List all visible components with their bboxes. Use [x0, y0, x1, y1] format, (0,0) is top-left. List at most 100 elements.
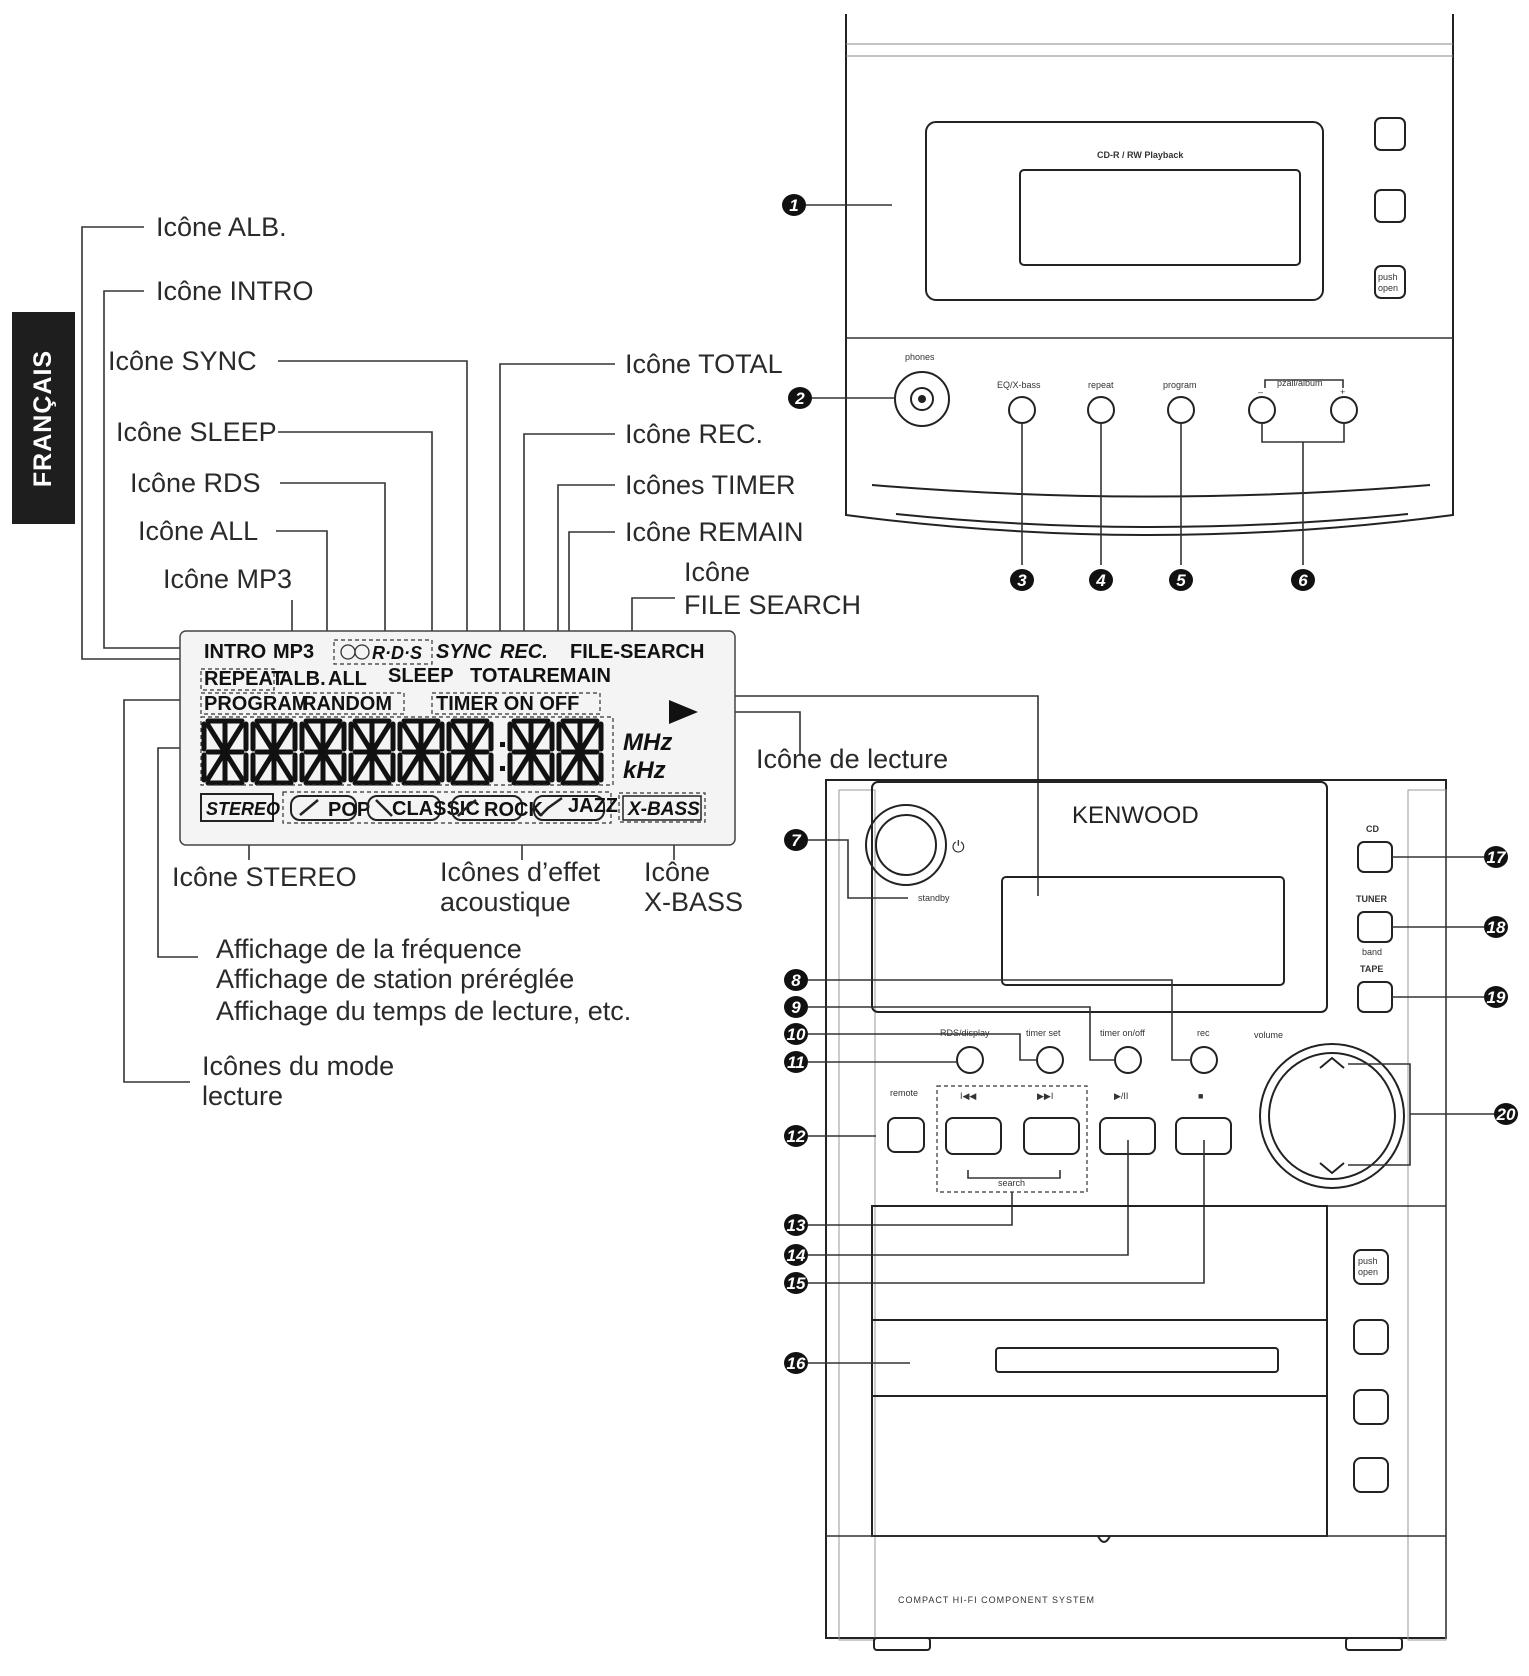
search-label: search: [998, 1178, 1025, 1188]
lcd-xbass-frame: [622, 795, 702, 821]
top-push-open-button[interactable]: [1374, 265, 1406, 299]
main-unit-right-rail: [1407, 789, 1447, 1641]
lcd-program: PROGRAM: [204, 693, 308, 715]
rock-guitar-icon: [457, 799, 477, 817]
lcd-segment: [511, 722, 532, 752]
volume-label: volume: [1254, 1030, 1283, 1040]
callout-2-number: 2: [794, 389, 805, 408]
volume-ring: [1259, 1043, 1405, 1189]
callout-8-badge: [784, 969, 808, 991]
lcd-segment: [450, 722, 471, 752]
rds-disc-icon-2: [354, 644, 370, 660]
lcd-digit-cell: [250, 718, 298, 786]
tuner-label: TUNER: [1356, 894, 1387, 904]
prev-button[interactable]: [945, 1117, 1002, 1155]
leader-20: [1348, 1063, 1500, 1166]
lcd-intro: INTRO: [204, 641, 266, 663]
pzall-minus-button[interactable]: [1248, 396, 1276, 424]
leader-8: [808, 979, 1191, 1061]
volume-down-icon[interactable]: [1319, 1162, 1345, 1175]
leader-15: [808, 1140, 1205, 1284]
cd-button[interactable]: [1357, 841, 1393, 873]
lcd-segment: [371, 752, 392, 782]
timer-onoff-button[interactable]: [1114, 1046, 1142, 1074]
label-remain: Icône REMAIN: [625, 517, 804, 547]
lcd-timer-frame: [431, 692, 601, 715]
lcd-program-frame: [200, 692, 405, 715]
tape-push-label-2: open: [1358, 1267, 1378, 1277]
phones-jack[interactable]: [894, 371, 950, 427]
callout-11-number: 11: [787, 1053, 805, 1072]
lcd-segment: [205, 722, 226, 752]
callout-15-number: 15: [787, 1274, 806, 1293]
eq-xbass-button[interactable]: [1008, 396, 1036, 424]
lcd-mp3: MP3: [273, 641, 314, 663]
tape-button[interactable]: [1357, 981, 1393, 1013]
lcd-segment: [205, 752, 226, 782]
leader-display-link: [710, 695, 1039, 896]
play-pause-label: ▶/II: [1114, 1091, 1128, 1101]
label-play: Icône de lecture: [756, 744, 948, 774]
leader-sync: [278, 360, 468, 650]
timer-set-button[interactable]: [1036, 1046, 1064, 1074]
tape-push-open-button[interactable]: [1353, 1249, 1389, 1285]
next-label: ▶▶I: [1037, 1091, 1053, 1101]
volume-up-icon[interactable]: [1319, 1056, 1345, 1069]
rec-button[interactable]: [1190, 1046, 1218, 1074]
lcd-segment: [371, 722, 392, 752]
program-button[interactable]: [1167, 396, 1195, 424]
callout-9-number: 9: [791, 998, 801, 1017]
callout-18-badge: [1484, 916, 1508, 938]
lcd-stereo-frame: [200, 793, 274, 822]
leader-lines: [81, 226, 1039, 1083]
lcd-segment: [254, 752, 275, 782]
lcd-digit-cell: [507, 718, 555, 786]
label-rec: Icône REC.: [625, 419, 763, 449]
callout-2-badge: [788, 387, 812, 409]
lcd-segment: [530, 722, 551, 752]
tape-side-button-3[interactable]: [1353, 1457, 1389, 1493]
main-unit: KENWOOD ⏻ standby RDS/display timer set …: [808, 779, 1500, 1651]
label-total: Icône TOTAL: [625, 349, 783, 379]
callout-11-badge: [784, 1051, 808, 1073]
lcd-random: RANDOM: [302, 693, 392, 715]
pzall-plus-button[interactable]: [1330, 396, 1358, 424]
tape-side-button-1[interactable]: [1353, 1319, 1389, 1355]
phones-jack-hole: [918, 395, 926, 403]
play-icon: [669, 700, 698, 724]
top-side-button-1[interactable]: [1374, 117, 1406, 151]
label-mode-1: Icônes du mode: [202, 1051, 394, 1081]
lcd-segment: [420, 722, 441, 752]
top-push-label-1: push: [1378, 272, 1398, 282]
lcd-segment: [401, 752, 422, 782]
top-side-button-2[interactable]: [1374, 189, 1406, 223]
next-button[interactable]: [1023, 1117, 1080, 1155]
leader-all: [276, 530, 328, 677]
callout-6-badge: [1291, 569, 1315, 591]
standby-knob[interactable]: [865, 804, 947, 886]
tape-side-button-2[interactable]: [1353, 1389, 1389, 1425]
effect-rock-frame: [451, 795, 523, 821]
volume-knob[interactable]: [1268, 1052, 1396, 1180]
callout-10-number: 10: [787, 1025, 806, 1044]
tuner-band-button[interactable]: [1357, 911, 1393, 943]
callout-6-number: 6: [1298, 571, 1308, 590]
callout-12-number: 12: [787, 1127, 806, 1146]
lcd-all: ALL: [328, 668, 367, 690]
pzall-minus-label: –: [1258, 387, 1263, 397]
rds-display-button[interactable]: [956, 1046, 984, 1074]
label-group: Icône ALB. Icône INTRO Icône SYNC Icône …: [108, 212, 948, 1111]
remote-label: remote: [890, 1088, 918, 1098]
leader-rds: [280, 482, 386, 646]
repeat-button[interactable]: [1087, 396, 1115, 424]
callout-7-badge: [784, 829, 808, 851]
footer-caption: COMPACT HI-FI COMPONENT SYSTEM: [898, 1595, 1095, 1605]
lcd-sync: SYNC: [436, 641, 492, 663]
leader-rec: [523, 433, 615, 648]
leader-10: [808, 1033, 1037, 1061]
callout-8-number: 8: [791, 971, 801, 990]
callout-15-badge: [784, 1272, 808, 1294]
leader-timer: [557, 484, 615, 697]
lcd-pop: POP: [328, 799, 370, 821]
lcd-remain: REMAIN: [532, 665, 611, 687]
